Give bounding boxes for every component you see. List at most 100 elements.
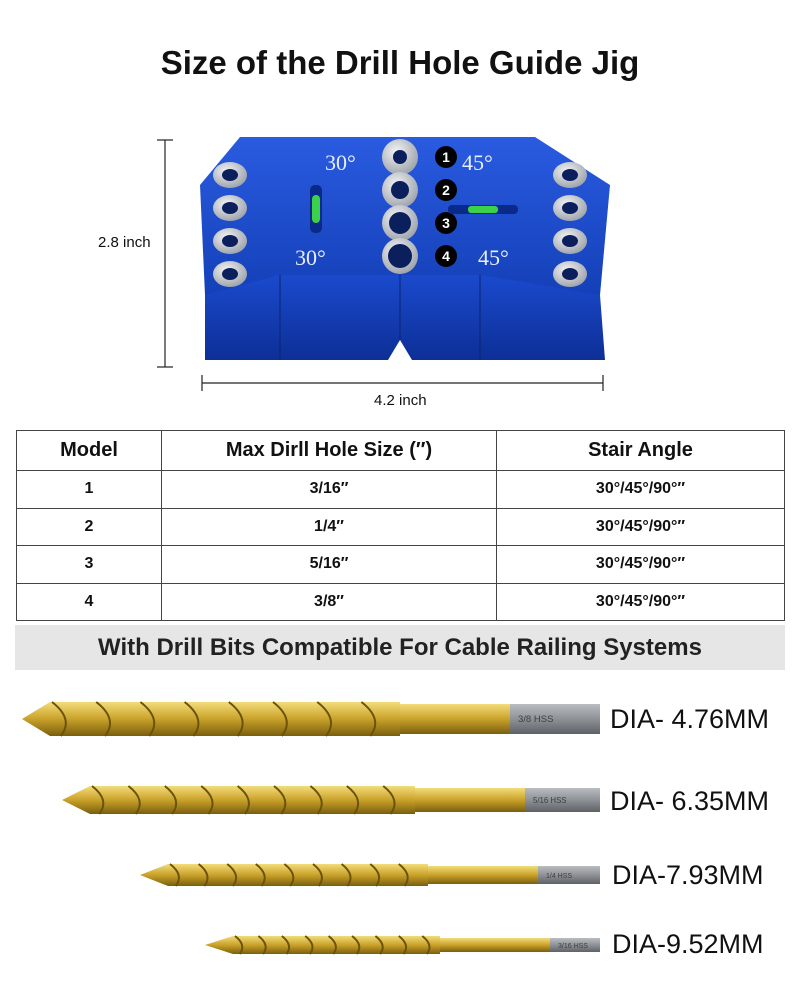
drill-bit-helix <box>421 935 431 955</box>
column-header: Model <box>16 430 162 471</box>
bit-diameter-label: DIA-9.52MM <box>612 929 764 959</box>
drill-bit-helix <box>374 935 384 955</box>
drill-bit-helix <box>257 935 267 955</box>
hole-number: 3 <box>442 215 450 231</box>
drill-bit-helix <box>360 701 377 737</box>
table-cell: 4 <box>16 582 162 621</box>
drill-bit-helix <box>327 935 337 955</box>
drill-bit-helix <box>273 785 287 815</box>
height-dimension-label: 2.8 inch <box>98 234 151 251</box>
drill-guide-jig-image: 1 2 3 4 30° 45° 30° 45° <box>157 137 610 391</box>
drill-bit-helix <box>255 863 266 887</box>
table-cell: 1 <box>16 470 162 509</box>
drill-bit-shank <box>510 704 600 734</box>
table-cell: 3/8″ <box>161 582 497 621</box>
drill-bit-helix <box>226 863 238 887</box>
angle-label: 30° <box>325 150 356 175</box>
side-hole <box>562 235 578 247</box>
shank-marking: 5/16 HSS <box>533 796 567 805</box>
shank-marking: 1/4 HSS <box>546 873 572 880</box>
angle-label: 45° <box>462 150 493 175</box>
side-hole <box>222 235 238 247</box>
hole-number-badge <box>435 146 457 168</box>
table-cell: 3/16″ <box>161 470 497 509</box>
side-hole <box>222 169 238 181</box>
table-cell: 30°/45°/90°″ <box>496 507 785 546</box>
table-row: 4 3/8″ 30°/45°/90°″ <box>16 582 785 621</box>
drill-bit-flutes <box>62 786 415 814</box>
drill-bit-helix <box>91 785 105 815</box>
width-dimension-label: 4.2 inch <box>374 392 427 409</box>
angle-label: 30° <box>295 245 326 270</box>
drill-bit-helix <box>340 863 352 887</box>
drill-bit-shank-gold <box>428 866 538 884</box>
bit-diameter-label: DIA- 4.76MM <box>610 704 770 734</box>
side-hole <box>562 268 578 280</box>
drill-bit-helix <box>234 935 244 955</box>
drill-bit-helix <box>164 785 178 815</box>
bit-diameter-label: DIA- 6.35MM <box>610 786 770 816</box>
guide-hole <box>393 150 407 164</box>
table-cell: 2 <box>16 507 162 546</box>
table-cell: 1/4″ <box>161 507 497 546</box>
column-header: Stair Angle <box>496 430 785 471</box>
drill-bit-helix <box>183 701 200 737</box>
drill-bit-helix <box>382 785 396 815</box>
table-row: 1 3/16″ 30°/45°/90°″ <box>16 470 785 509</box>
drill-bit-helix <box>169 863 180 887</box>
drill-bit-shank-gold <box>415 788 525 812</box>
drill-bit-helix <box>95 701 112 737</box>
side-hole <box>222 202 238 214</box>
drill-bit-flutes <box>140 864 428 886</box>
hole-number: 1 <box>442 149 450 165</box>
compatibility-banner: With Drill Bits Compatible For Cable Rai… <box>15 625 785 670</box>
drill-bit-flutes <box>22 702 400 736</box>
guide-hole <box>388 244 412 268</box>
drill-bit-helix <box>316 701 333 737</box>
table-cell: 30°/45°/90°″ <box>496 470 785 509</box>
drill-bit-helix <box>200 785 214 815</box>
hole-number: 4 <box>442 248 450 264</box>
table-cell: 30°/45°/90°″ <box>496 545 785 584</box>
drill-bit-helix <box>272 701 288 737</box>
hole-number-badge <box>435 212 457 234</box>
drill-bit-helix <box>398 935 408 955</box>
drill-bit-helix <box>312 863 323 887</box>
table-cell: 3 <box>16 545 162 584</box>
angle-label: 45° <box>478 245 509 270</box>
drill-bit-helix <box>369 863 381 887</box>
shank-marking: 3/8 HSS <box>518 714 553 725</box>
page-title: Size of the Drill Hole Guide Jig <box>160 44 640 81</box>
drill-bit-helix <box>346 785 360 815</box>
hole-number-badge <box>435 179 457 201</box>
drill-bit-helix <box>309 785 323 815</box>
drill-bit-helix <box>351 935 361 955</box>
drill-bit-helix <box>139 701 156 737</box>
table-header-row: Model Max Dirll Hole Size (″) Stair Angl… <box>16 430 785 471</box>
drill-bit-shank <box>525 788 600 812</box>
drill-bit-helix <box>51 701 67 737</box>
side-hole <box>562 202 578 214</box>
side-hole <box>222 268 238 280</box>
drill-bit-helix <box>281 935 291 955</box>
drill-bit-helix <box>127 785 141 815</box>
drill-bit-helix <box>197 863 209 887</box>
column-header: Max Dirll Hole Size (″) <box>161 430 497 471</box>
drill-bit-shank <box>538 866 600 884</box>
drill-bit-shank-gold <box>400 704 510 734</box>
hole-number-badge <box>435 245 457 267</box>
table-row: 2 1/4″ 30°/45°/90°″ <box>16 507 785 546</box>
drill-bit-helix <box>236 785 250 815</box>
drill-bit-shank <box>550 938 600 952</box>
drill-bit-helix <box>398 863 409 887</box>
table-row: 3 5/16″ 30°/45°/90°″ <box>16 545 785 584</box>
guide-hole <box>391 181 409 199</box>
guide-hole <box>389 212 411 234</box>
table-cell: 5/16″ <box>161 545 497 584</box>
drill-bit-shank-gold <box>440 938 550 952</box>
table-cell: 30°/45°/90°″ <box>496 582 785 621</box>
drill-bit-helix <box>228 701 244 737</box>
hole-number: 2 <box>442 182 450 198</box>
drill-bits-image: 3/8 HSS 5/16 HSS 1/4 HSS 3/16 HSS <box>22 701 600 955</box>
shank-marking: 3/16 HSS <box>558 943 588 950</box>
